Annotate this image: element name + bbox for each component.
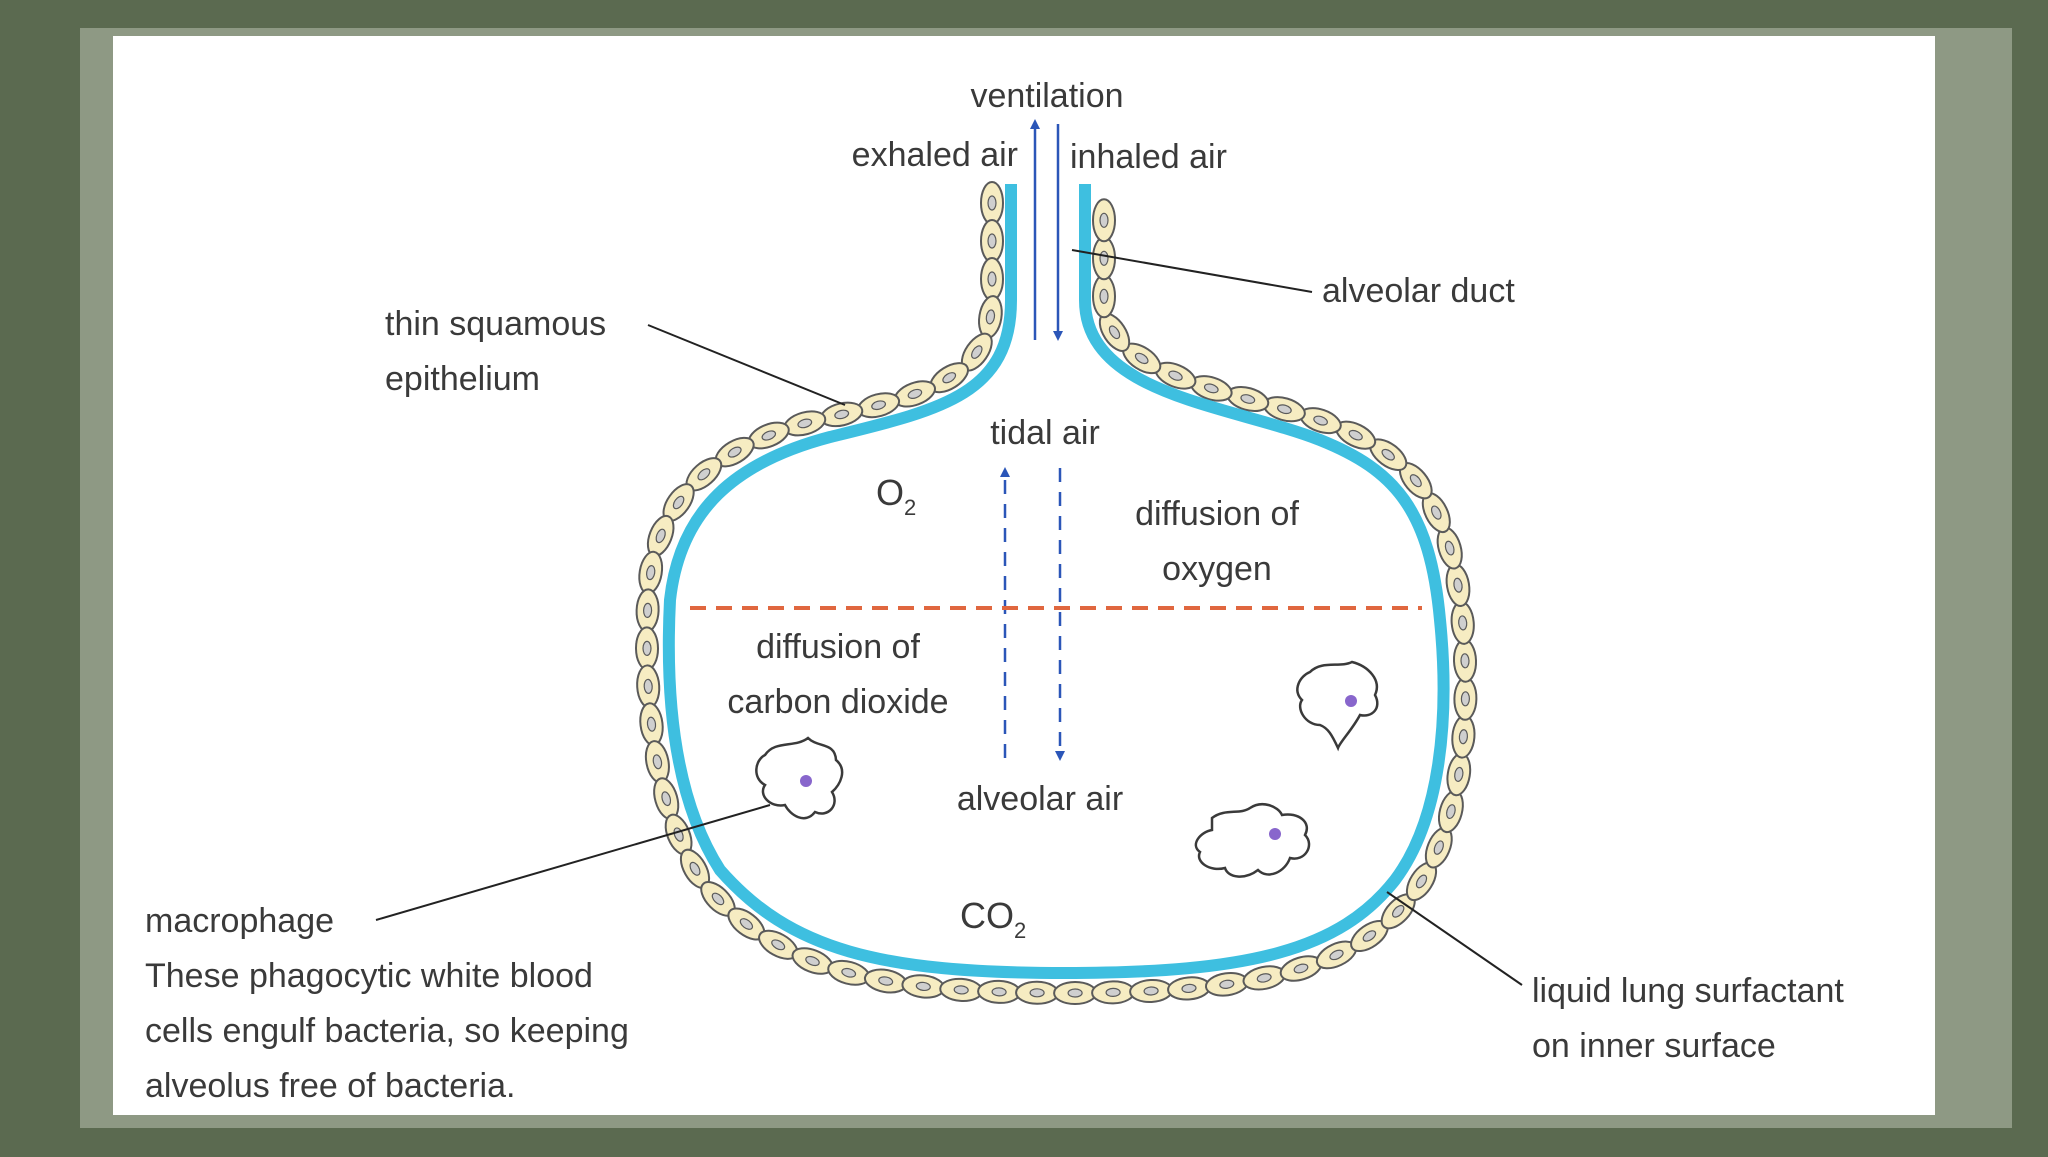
epithelial-cell [1242,965,1286,991]
epithelial-cell [638,550,664,595]
label-diffusion-oxygen-1: diffusion of [1135,495,1299,533]
epithelial-cell [1092,236,1116,281]
label-surfactant-2: on inner surface [1532,1027,1776,1065]
label-o2: O2 [876,472,916,520]
epithelial-cell [1098,312,1131,352]
epithelial-cell [980,257,1004,301]
epithelial-cell [1189,375,1233,402]
epithelial-cell [977,979,1022,1004]
epithelial-cell [635,588,660,633]
epithelial-cell [783,410,827,437]
label-surfactant-1: liquid lung surfactant [1532,972,1844,1010]
epithelial-cell [1436,526,1463,570]
epithelial-cell [1446,752,1472,797]
epithelial-cell [863,968,908,994]
epithelial-cell [634,626,660,671]
epithelial-cell [1092,198,1116,243]
epithelial-cell [1262,396,1306,423]
epithelial-cell [1452,638,1478,683]
label-diffusion-co2-2: carbon dioxide [727,683,948,721]
label-alveolar-air: alveolar air [957,780,1123,818]
epithelial-cell [685,457,723,492]
epithelial-cell [791,947,834,975]
label-macrophage-desc-1: These phagocytic white blood [145,957,593,995]
label-diffusion-co2-1: diffusion of [756,628,920,666]
epithelial-cell [1453,676,1478,721]
epithelial-cell [1451,714,1476,759]
label-alveolar-duct: alveolar duct [1322,272,1515,310]
leader-macrophage [375,804,771,921]
label-ventilation: ventilation [970,77,1123,115]
epithelial-cell [679,848,711,889]
label-macrophage-desc-3: alveolus free of bacteria. [145,1067,515,1105]
label-exhaled-air: exhaled air [852,136,1018,174]
label-tidal-air: tidal air [990,414,1100,452]
leader-surfactant [1386,891,1523,986]
alveolus-wall [662,184,1450,980]
label-diffusion-oxygen-2: oxygen [1162,550,1272,588]
epithelial-cell [980,181,1004,225]
leader-alveolar-duct [1071,249,1313,293]
epithelial-cell [1445,563,1471,607]
epithelial-cell [662,483,695,522]
label-thin-squamous-1: thin squamous [385,305,606,343]
label-thin-squamous-2: epithelium [385,360,540,398]
leader-thin-squamous [647,324,846,406]
epithelial-cell [653,777,680,821]
epithelial-cell [1398,462,1433,500]
paper-sheet [113,36,1935,1115]
label-macrophage: macrophage [145,902,334,940]
epithelial-cell [901,974,946,999]
epithelial-cell [929,362,969,394]
epithelial-cell [1015,980,1060,1005]
epithelial-cell [980,219,1004,263]
epithelial-cell [1299,407,1342,435]
macrophage-icon [755,736,844,820]
epithelial-cell [1437,790,1464,834]
epithelial-cell [857,392,901,419]
label-inhaled-air: inhaled air [1070,138,1227,176]
epithelial-cell [644,740,670,784]
epithelial-cell [1369,438,1408,472]
epithelial-cell [1091,980,1136,1005]
epithelial-cell [1091,274,1117,319]
macrophage-icon [1296,660,1379,752]
epithelial-cell [639,702,664,747]
epithelial-cell [1167,976,1211,1001]
epithelial-cell [939,977,984,1002]
macrophage-icon [1194,803,1311,878]
epithelial-cell [1053,980,1098,1006]
label-macrophage-desc-2: cells engulf bacteria, so keeping [145,1012,629,1050]
label-co2: CO2 [960,895,1026,943]
